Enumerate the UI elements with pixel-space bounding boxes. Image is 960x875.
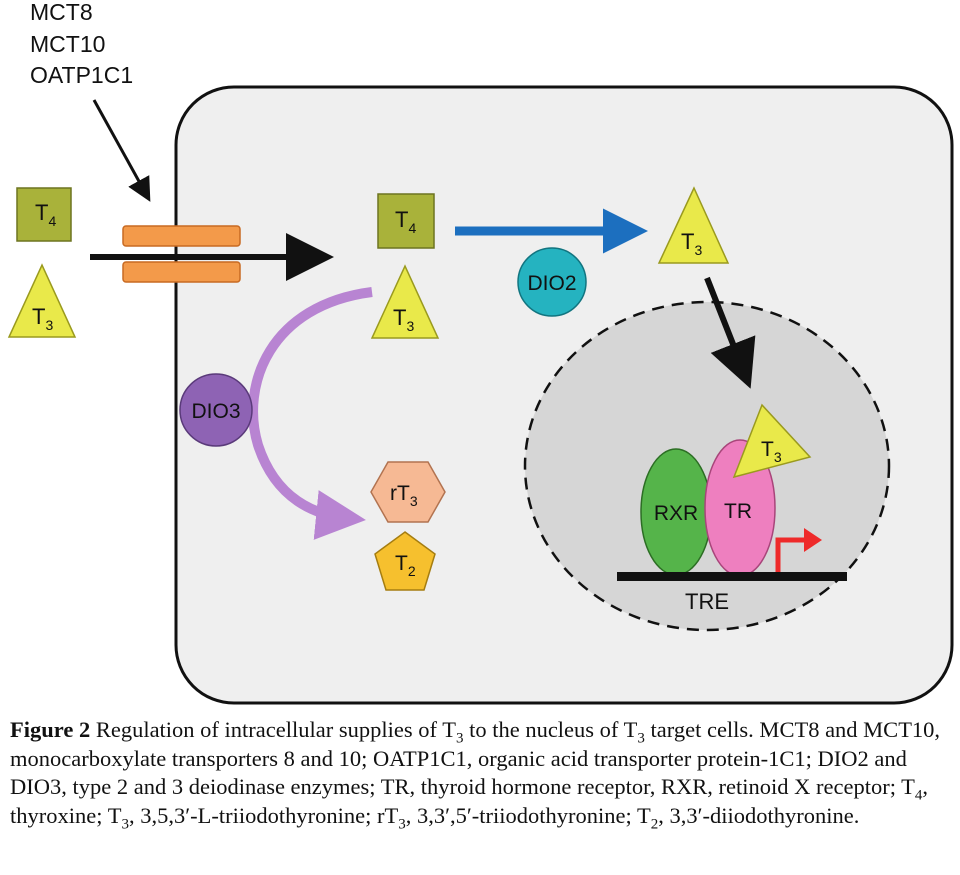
nuclear-t3: T3 [732, 403, 812, 479]
thyroid-regulation-diagram: MCT8 MCT10 OATP1C1 T4 T3 T4 T3 DIO2 T3 [7, 0, 954, 705]
t3-product: T3 [657, 186, 730, 264]
transporter-label-mct10: MCT10 [30, 31, 105, 57]
dio2-enzyme: DIO2 [517, 247, 587, 317]
svg-text:T4: T4 [35, 200, 56, 229]
tre-label: TRE [685, 589, 729, 614]
figure-caption: Figure 2 Regulation of intracellular sup… [10, 717, 941, 832]
rxr-receptor: RXR [640, 448, 712, 576]
transporter-label-oatp1c1: OATP1C1 [30, 62, 133, 88]
svg-text:DIO2: DIO2 [527, 272, 576, 295]
svg-text:T3: T3 [681, 229, 702, 258]
extracellular-t3: T3 [7, 263, 77, 338]
transporter-pointer-arrow [92, 99, 151, 202]
dio3-inactivation-arrow [248, 287, 373, 540]
svg-text:T3: T3 [32, 304, 53, 333]
transporter-label-mct8: MCT8 [30, 0, 93, 25]
svg-text:T3: T3 [393, 305, 414, 334]
svg-text:rT3: rT3 [390, 482, 418, 509]
nucleus [523, 300, 891, 632]
tr-receptor: TR [704, 439, 776, 577]
svg-text:TR: TR [724, 500, 752, 523]
transporter [122, 225, 241, 283]
nuclear-entry-arrow [704, 276, 756, 389]
transcription-start-arrow [775, 528, 822, 575]
svg-text:T2: T2 [395, 552, 416, 579]
svg-text:DIO3: DIO3 [191, 400, 240, 423]
svg-text:T3: T3 [761, 438, 782, 465]
rt3-hexagon: rT3 [370, 461, 446, 523]
extracellular-t4: T4 [16, 187, 72, 242]
intracellular-t4: T4 [377, 193, 435, 249]
svg-text:T4: T4 [395, 207, 416, 236]
dna-strand [617, 572, 847, 581]
svg-text:RXR: RXR [654, 502, 698, 525]
figure-label: Figure 2 [10, 717, 91, 742]
intracellular-t3: T3 [370, 264, 440, 339]
dio3-enzyme: DIO3 [179, 373, 253, 447]
t2-pentagon: T2 [374, 531, 436, 591]
